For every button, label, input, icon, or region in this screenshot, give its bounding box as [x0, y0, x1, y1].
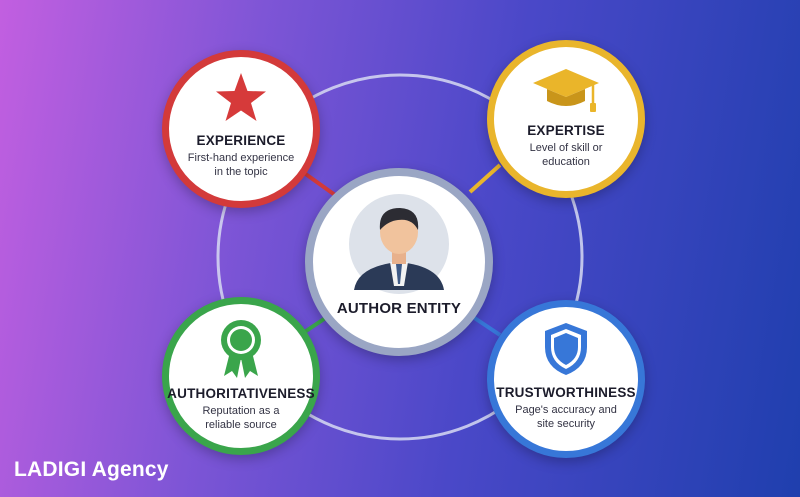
experience-description: First-hand experience in the topic: [187, 152, 295, 178]
shield-icon: [545, 323, 587, 375]
connector-trustworthiness: [468, 313, 502, 337]
author-entity-node: AUTHOR ENTITY: [305, 168, 493, 356]
author-entity-label: AUTHOR ENTITY: [336, 300, 462, 317]
experience-node: EXPERIENCE First-hand experience in the …: [162, 50, 320, 208]
connector-expertise: [468, 163, 502, 194]
trustworthiness-node: TRUSTWORTHINESS Page's accuracy and site…: [487, 300, 645, 458]
experience-title: EXPERIENCE: [196, 133, 286, 148]
award-ribbon-icon: [221, 320, 261, 378]
trustworthiness-description: Page's accuracy and site security: [515, 404, 617, 430]
orbit-ring: [216, 73, 584, 441]
graduation-cap-icon: [533, 69, 599, 112]
authoritativeness-node: AUTHORITATIVENESS Reputation as a reliab…: [162, 297, 320, 455]
expertise-title: EXPERTISE: [527, 123, 605, 138]
expertise-description: Level of skill or education: [529, 142, 603, 168]
brand-label: LADIGI Agency: [14, 458, 169, 481]
authoritativeness-title: AUTHORITATIVENESS: [167, 386, 315, 401]
connector-experience: [298, 168, 337, 197]
person-avatar-icon: [349, 194, 449, 294]
trustworthiness-title: TRUSTWORTHINESS: [496, 385, 636, 400]
star-icon: [216, 73, 266, 121]
expertise-node: EXPERTISE Level of skill or education: [487, 40, 645, 198]
authoritativeness-description: Reputation as a reliable source: [202, 405, 280, 431]
